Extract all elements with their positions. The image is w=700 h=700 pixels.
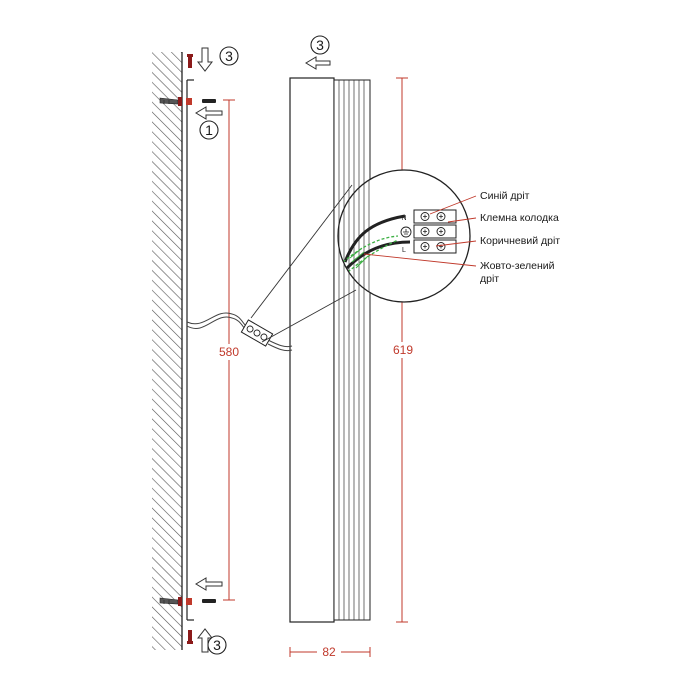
mounting-plate (186, 79, 194, 621)
lamp-body (289, 77, 371, 623)
arrow-left-icon (195, 577, 223, 591)
bottom-wall-screw (159, 597, 216, 606)
step-marker-3-device: 3 (310, 35, 330, 55)
terminal-n-letter: N (401, 215, 406, 222)
label-blue-wire: Синій дріт (480, 190, 530, 202)
step-marker-1: 1 (199, 120, 219, 140)
svg-text:1: 1 (205, 122, 213, 138)
dimension-82: 82 (289, 644, 371, 659)
svg-text:3: 3 (213, 637, 221, 653)
label-yellow-green-wire-line2: дріт (480, 273, 499, 285)
arrow-left-icon (305, 56, 331, 70)
dimension-619-label: 619 (393, 343, 413, 357)
inline-connector (240, 319, 274, 347)
step-marker-3-bottom: 3 (207, 635, 227, 655)
dimension-82-label: 82 (322, 645, 336, 659)
svg-text:3: 3 (225, 48, 233, 64)
step-marker-3-top: 3 (219, 46, 239, 66)
arrow-up-icon (196, 628, 214, 653)
svg-text:3: 3 (316, 37, 324, 53)
label-terminal-block: Клемна колодка (480, 212, 559, 224)
wall (152, 52, 183, 650)
dimension-580-label: 580 (219, 345, 239, 359)
power-cable (186, 312, 293, 352)
label-brown-wire: Коричневий дріт (480, 235, 560, 247)
arrow-left-icon (195, 106, 223, 120)
dimension-619: 619 (388, 77, 418, 623)
label-yellow-green-wire-line1: Жовто-зелений (480, 260, 555, 272)
top-wall-screw (159, 97, 216, 106)
top-lock-pin (187, 54, 193, 68)
dimension-580: 580 (214, 99, 244, 601)
terminal-l-letter: L (402, 247, 406, 254)
ground-symbol-icon (400, 226, 412, 238)
bottom-lock-pin (187, 630, 193, 644)
terminal-block (413, 209, 457, 254)
zoom-cone (250, 184, 357, 343)
callout-leaders (363, 195, 477, 267)
arrow-down-icon (196, 47, 214, 72)
